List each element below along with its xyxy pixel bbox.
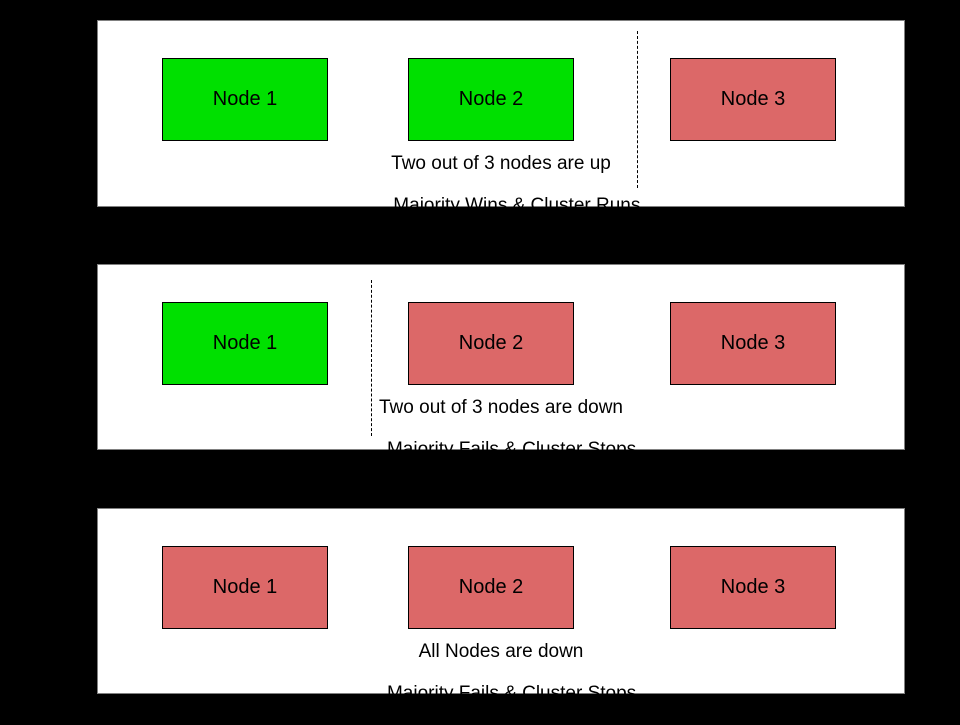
caption-line2: , Majority Wins & Cluster Runs (382, 195, 641, 216)
caption-line1: Two out of 3 nodes are up (391, 153, 611, 174)
node-box: Node 1 (162, 58, 328, 141)
node-label: Node 2 (458, 332, 524, 354)
node-box: Node 2 (408, 546, 574, 629)
node-box: Node 3 (670, 58, 836, 141)
caption-line1: All Nodes are down (418, 641, 584, 662)
node-box: Node 1 (162, 302, 328, 385)
node-label: Node 1 (212, 88, 278, 110)
node-label: Node 3 (720, 332, 786, 354)
caption-line2: Majority Fails & Cluster Stops (386, 439, 637, 460)
panel-caption: Two out of 3 nodes are up , Majority Win… (98, 153, 904, 237)
node-label: Node 1 (212, 576, 278, 598)
panel-two-nodes-up: Node 1 Node 2 Node 3 Two out of 3 nodes … (97, 20, 905, 216)
panel-two-nodes-down: Node 1 Node 2 Node 3 Two out of 3 nodes … (97, 264, 905, 460)
node-label: Node 2 (458, 88, 524, 110)
partition-dashed-line (371, 280, 372, 436)
node-box: Node 3 (670, 546, 836, 629)
caption-line1: Two out of 3 nodes are down (379, 397, 623, 418)
node-label: Node 1 (212, 332, 278, 354)
node-box: Node 2 (408, 58, 574, 141)
node-box: Node 3 (670, 302, 836, 385)
node-label: Node 3 (720, 88, 786, 110)
node-box: Node 1 (162, 546, 328, 629)
partition-dashed-line (637, 31, 638, 188)
node-label: Node 3 (720, 576, 786, 598)
panel-caption: All Nodes are down Majority Fails & Clus… (98, 641, 904, 725)
node-label: Node 2 (458, 576, 524, 598)
node-box: Node 2 (408, 302, 574, 385)
caption-line2: Majority Fails & Cluster Stops (386, 683, 637, 704)
panel-all-nodes-down: Node 1 Node 2 Node 3 All Nodes are down … (97, 508, 905, 704)
panel-caption: Two out of 3 nodes are down Majority Fai… (98, 397, 904, 481)
